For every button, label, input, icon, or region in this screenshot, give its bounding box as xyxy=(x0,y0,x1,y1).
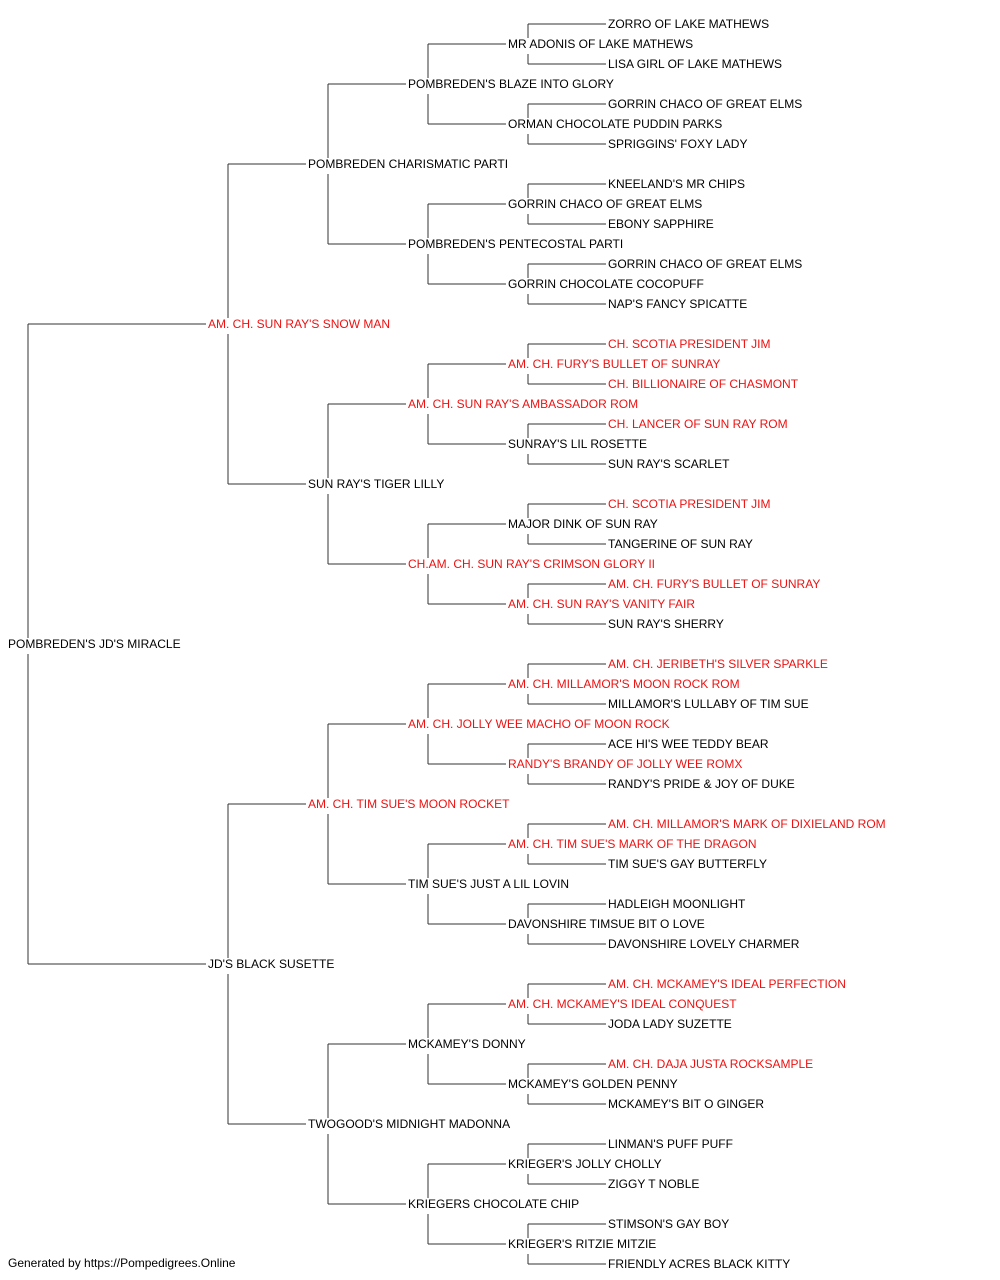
dog-name: MCKAMEY'S DONNY xyxy=(408,1037,526,1051)
dog-name: ORMAN CHOCOLATE PUDDIN PARKS xyxy=(508,117,722,131)
dog-name: CH. LANCER OF SUN RAY ROM xyxy=(608,417,788,431)
dog-name: POMBREDEN'S JD'S MIRACLE xyxy=(8,637,181,651)
dog-name: STIMSON'S GAY BOY xyxy=(608,1217,729,1231)
dog-name: DAVONSHIRE LOVELY CHARMER xyxy=(608,937,800,951)
dog-name: AM. CH. DAJA JUSTA ROCKSAMPLE xyxy=(608,1057,813,1071)
dog-name: AM. CH. MCKAMEY'S IDEAL PERFECTION xyxy=(608,977,846,991)
dog-name: ZORRO OF LAKE MATHEWS xyxy=(608,17,769,31)
dog-name: KRIEGER'S RITZIE MITZIE xyxy=(508,1237,656,1251)
dog-name: GORRIN CHACO OF GREAT ELMS xyxy=(608,257,802,271)
dog-name: MR ADONIS OF LAKE MATHEWS xyxy=(508,37,693,51)
dog-name: AM. CH. FURY'S BULLET OF SUNRAY xyxy=(608,577,820,591)
dog-name: KRIEGERS CHOCOLATE CHIP xyxy=(408,1197,579,1211)
dog-name: TIM SUE'S JUST A LIL LOVIN xyxy=(408,877,569,891)
dog-name: AM. CH. MCKAMEY'S IDEAL CONQUEST xyxy=(508,997,737,1011)
dog-name: FRIENDLY ACRES BLACK KITTY xyxy=(608,1257,790,1271)
dog-name: EBONY SAPPHIRE xyxy=(608,217,714,231)
dog-name: POMBREDEN CHARISMATIC PARTI xyxy=(308,157,508,171)
dog-name: RANDY'S PRIDE & JOY OF DUKE xyxy=(608,777,795,791)
dog-name: ACE HI'S WEE TEDDY BEAR xyxy=(608,737,769,751)
dog-name: CH. SCOTIA PRESIDENT JIM xyxy=(608,337,770,351)
dog-name: DAVONSHIRE TIMSUE BIT O LOVE xyxy=(508,917,705,931)
dog-name: AM. CH. FURY'S BULLET OF SUNRAY xyxy=(508,357,720,371)
dog-name: CH. BILLIONAIRE OF CHASMONT xyxy=(608,377,799,391)
pedigree-labels: POMBREDEN'S JD'S MIRACLE AM. CH. SUN RAY'… xyxy=(8,17,886,1271)
dog-name: AM. CH. TIM SUE'S MARK OF THE DRAGON xyxy=(508,837,757,851)
dog-name: POMBREDEN'S BLAZE INTO GLORY xyxy=(408,77,614,91)
dog-name: POMBREDEN'S PENTECOSTAL PARTI xyxy=(408,237,623,251)
dog-name: MCKAMEY'S GOLDEN PENNY xyxy=(508,1077,678,1091)
dog-name: KNEELAND'S MR CHIPS xyxy=(608,177,745,191)
dog-name: JD'S BLACK SUSETTE xyxy=(208,957,334,971)
dog-name: AM. CH. MILLAMOR'S MARK OF DIXIELAND ROM xyxy=(608,817,886,831)
dog-name: TWOGOOD'S MIDNIGHT MADONNA xyxy=(308,1117,510,1131)
dog-name: ZIGGY T NOBLE xyxy=(608,1177,699,1191)
dog-name: HADLEIGH MOONLIGHT xyxy=(608,897,746,911)
dog-name: CH.AM. CH. SUN RAY'S CRIMSON GLORY II xyxy=(408,557,655,571)
dog-name: SUN RAY'S TIGER LILLY xyxy=(308,477,444,491)
dog-name: TANGERINE OF SUN RAY xyxy=(608,537,753,551)
dog-name: AM. CH. SUN RAY'S AMBASSADOR ROM xyxy=(408,397,638,411)
pedigree-connectors xyxy=(27,23,606,1265)
dog-name: LISA GIRL OF LAKE MATHEWS xyxy=(608,57,782,71)
dog-name: CH. SCOTIA PRESIDENT JIM xyxy=(608,497,770,511)
dog-name: TIM SUE'S GAY BUTTERFLY xyxy=(608,857,767,871)
dog-name: JODA LADY SUZETTE xyxy=(608,1017,732,1031)
dog-name: GORRIN CHACO OF GREAT ELMS xyxy=(508,197,702,211)
dog-name: AM. CH. SUN RAY'S SNOW MAN xyxy=(208,317,390,331)
dog-name: AM. CH. JERIBETH'S SILVER SPARKLE xyxy=(608,657,828,671)
dog-name: SUN RAY'S SCARLET xyxy=(608,457,730,471)
dog-name: SPRIGGINS' FOXY LADY xyxy=(608,137,747,151)
dog-name: GORRIN CHACO OF GREAT ELMS xyxy=(608,97,802,111)
dog-name: KRIEGER'S JOLLY CHOLLY xyxy=(508,1157,662,1171)
dog-name: NAP'S FANCY SPICATTE xyxy=(608,297,747,311)
dog-name: LINMAN'S PUFF PUFF xyxy=(608,1137,733,1151)
dog-name: AM. CH. JOLLY WEE MACHO OF MOON ROCK xyxy=(408,717,670,731)
dog-name: SUN RAY'S SHERRY xyxy=(608,617,724,631)
dog-name: AM. CH. MILLAMOR'S MOON ROCK ROM xyxy=(508,677,740,691)
dog-name: MCKAMEY'S BIT O GINGER xyxy=(608,1097,764,1111)
dog-name: MILLAMOR'S LULLABY OF TIM SUE xyxy=(608,697,809,711)
dog-name: AM. CH. SUN RAY'S VANITY FAIR xyxy=(508,597,695,611)
dog-name: MAJOR DINK OF SUN RAY xyxy=(508,517,658,531)
dog-name: AM. CH. TIM SUE'S MOON ROCKET xyxy=(308,797,510,811)
dog-name: SUNRAY'S LIL ROSETTE xyxy=(508,437,647,451)
footer-credit: Generated by https://Pompedigrees.Online xyxy=(8,1256,236,1270)
dog-name: GORRIN CHOCOLATE COCOPUFF xyxy=(508,277,704,291)
dog-name: RANDY'S BRANDY OF JOLLY WEE ROMX xyxy=(508,757,742,771)
